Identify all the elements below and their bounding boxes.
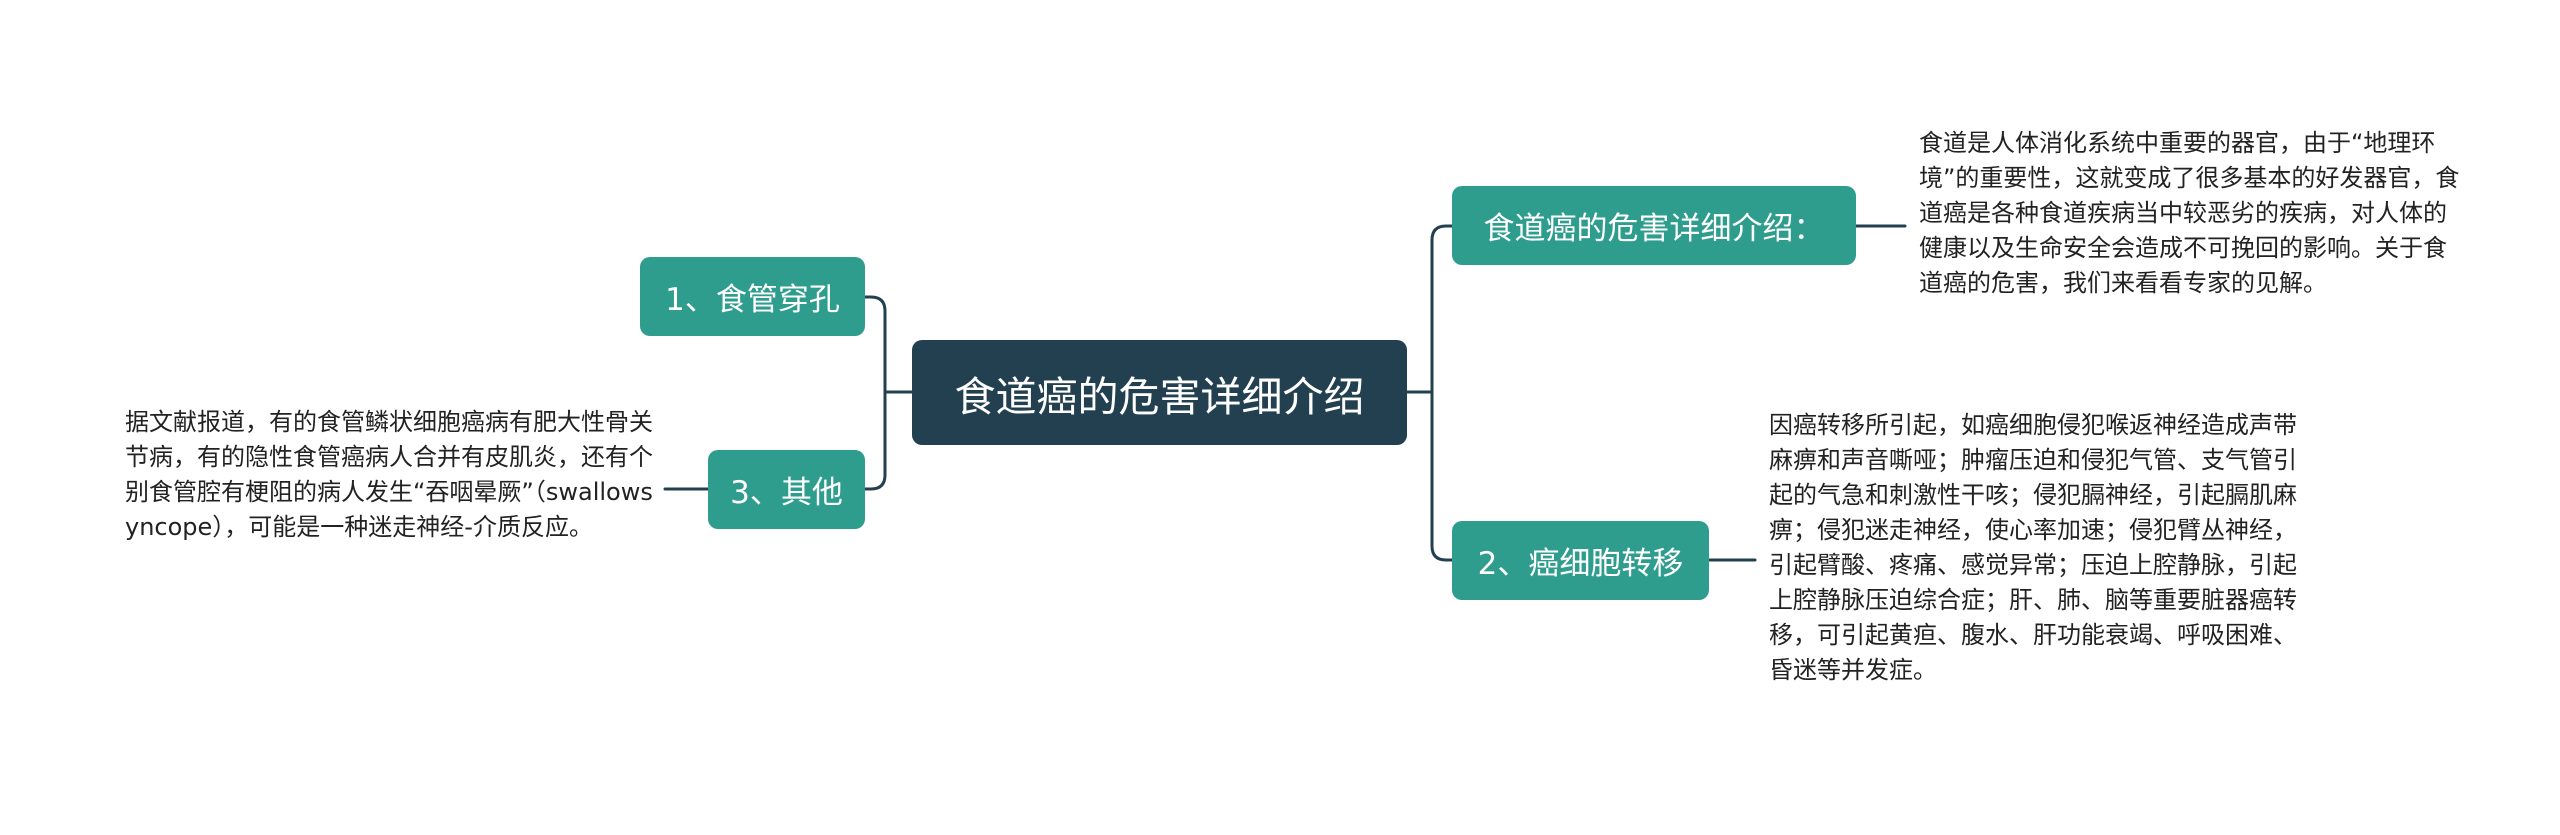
link-to-right-1	[1430, 224, 1454, 394]
branch-metastasis[interactable]: 2、癌细胞转移	[1452, 521, 1709, 600]
branch-others[interactable]: 3、其他	[708, 450, 865, 529]
note-metastasis: 因癌转移所引起，如癌细胞侵犯喉返神经造成声带麻痹和声音嘶哑；肿瘤压迫和侵犯气管、…	[1769, 411, 2297, 684]
link-to-left-2	[863, 390, 887, 491]
link-to-left-1	[863, 295, 887, 394]
central-topic[interactable]: 食道癌的危害详细介绍	[912, 340, 1407, 445]
link-to-right-2	[1430, 390, 1454, 562]
note-harm-intro: 食道是人体消化系统中重要的器官，由于“地理环境”的重要性，这就变成了很多基本的好…	[1919, 129, 2460, 297]
branch-esophageal-perforation[interactable]: 1、食管穿孔	[640, 257, 865, 336]
note-others: 据文献报道，有的食管鳞状细胞癌病有肥大性骨关节病，有的隐性食管癌病人合并有皮肌炎…	[125, 408, 653, 541]
branch-harm-intro[interactable]: 食道癌的危害详细介绍：	[1452, 186, 1856, 265]
